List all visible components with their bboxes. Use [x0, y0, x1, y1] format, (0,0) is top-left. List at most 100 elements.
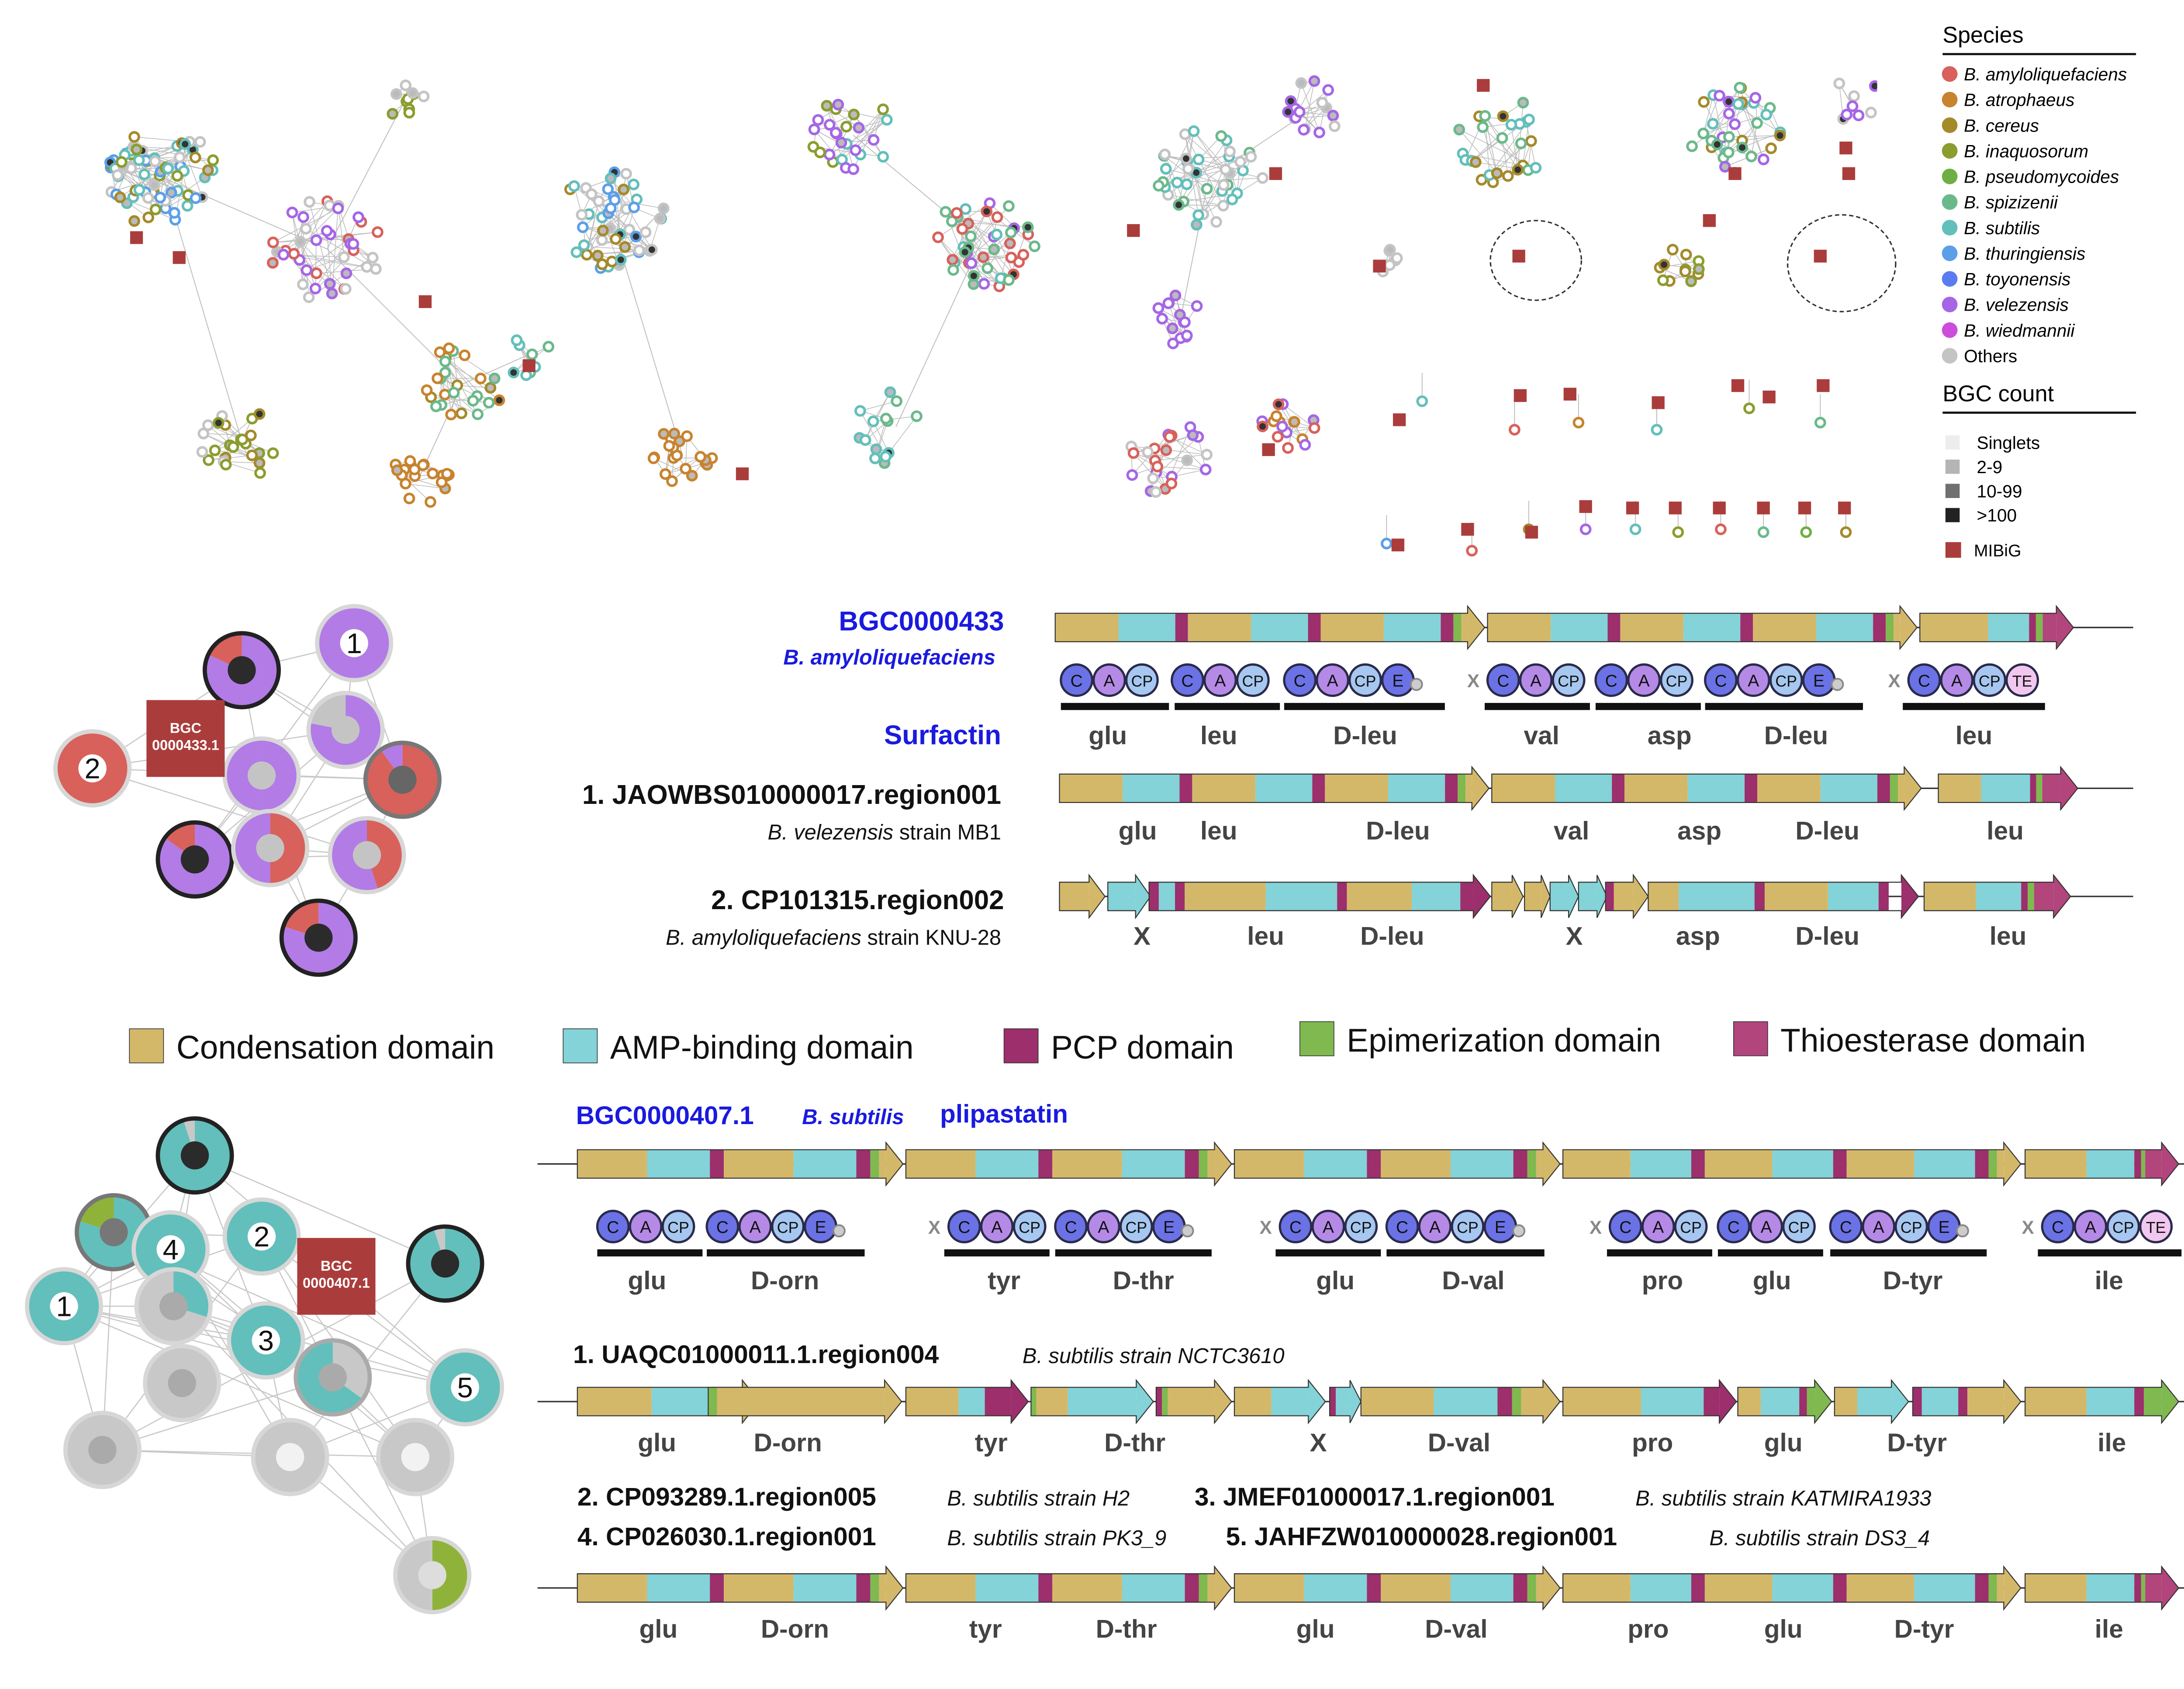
mibig-node	[1728, 167, 1742, 180]
species-legend-label: B. wiedmannii	[1964, 320, 2075, 340]
module-bar	[597, 1249, 703, 1256]
network-node	[610, 233, 622, 245]
species-legend-label: B. amyloliquefaciens	[1964, 64, 2127, 84]
bgc-node-number: 2	[254, 1221, 270, 1253]
mibig-node	[1839, 142, 1852, 155]
network-node	[981, 205, 993, 218]
gene-arrow	[1155, 1378, 1232, 1425]
network-node	[1153, 180, 1165, 192]
mibig-node	[1842, 167, 1856, 180]
network-node	[1530, 162, 1542, 174]
network-node	[947, 264, 959, 276]
network-node	[1217, 200, 1229, 212]
network-node	[1757, 526, 1769, 538]
module-label: ile	[2095, 1615, 2123, 1644]
network-node	[391, 464, 403, 476]
domain-letter: C	[1064, 1218, 1077, 1237]
network-node	[403, 107, 415, 119]
domain-legend-label: PCP domain	[1051, 1029, 1234, 1066]
network-node	[387, 108, 399, 120]
domain-bubble	[1552, 663, 1586, 697]
network-node	[1714, 90, 1725, 102]
network-node	[1180, 152, 1192, 165]
network-node	[1293, 106, 1306, 118]
domain-legend-swatch	[563, 1028, 598, 1063]
network-node	[267, 236, 279, 249]
mibig-node	[173, 251, 186, 264]
network-node	[1192, 153, 1205, 166]
gene-arrow	[1107, 873, 1151, 920]
network-node	[1169, 289, 1182, 301]
mibig-node	[1713, 502, 1726, 515]
network-node	[578, 239, 590, 251]
species-legend-label: B. spizizenii	[1964, 192, 2058, 212]
surfactin-ref-id: BGC0000433	[839, 606, 1004, 637]
network-node	[488, 372, 501, 384]
module-label: D-leu	[1764, 721, 1828, 750]
domain-letter: C	[958, 1218, 970, 1237]
module-label: D-leu	[1366, 817, 1430, 845]
plipastatin-hit4-title: 4. CP026030.1.region001	[577, 1523, 876, 1551]
network-node	[619, 241, 631, 253]
network-node	[591, 249, 604, 262]
module-label: leu	[1956, 721, 1993, 750]
module-bar	[1705, 703, 1863, 710]
bgc-count-swatch	[1945, 459, 1960, 474]
mibig-node	[1373, 260, 1386, 273]
species-legend-label: B. velezensis	[1964, 295, 2069, 315]
domain-letter: A	[1327, 671, 1338, 690]
network-node	[658, 428, 670, 440]
domain-letter: C	[1619, 1218, 1631, 1237]
domain-bubble	[1054, 1210, 1088, 1243]
domain-letter: CP	[1355, 672, 1376, 690]
network-node	[1629, 523, 1641, 535]
gene-arrow	[2025, 1141, 2180, 1187]
gene-arrow	[1524, 875, 1551, 918]
network-node	[227, 441, 239, 453]
domain-letter: CP	[777, 1219, 799, 1236]
network-node	[1477, 121, 1489, 133]
network-node	[1869, 80, 1877, 92]
network-node	[133, 154, 145, 166]
network-node	[448, 387, 460, 399]
network-node	[1173, 199, 1185, 211]
network-node	[988, 243, 1000, 256]
module-label: leu	[1990, 922, 2027, 951]
linker-dot	[832, 1224, 846, 1238]
network-node	[991, 211, 1003, 223]
module-bar	[944, 1249, 1050, 1256]
mibig-node	[1563, 388, 1576, 401]
network-node	[959, 246, 971, 258]
module-bar	[1717, 1249, 1823, 1256]
gene-arrow	[1578, 875, 1608, 918]
network-node	[1685, 275, 1697, 287]
species-legend-label: B. subtilis	[1964, 218, 2040, 238]
network-node	[1502, 170, 1514, 182]
network-node	[445, 408, 457, 421]
bgc-node-number: 2	[85, 753, 100, 785]
gene-arrow	[1491, 765, 1922, 811]
network-node	[1179, 316, 1191, 328]
bgc-count-label: 2-9	[1977, 457, 2002, 477]
network-node	[633, 244, 645, 256]
module-bar	[1061, 703, 1169, 710]
network-node	[467, 395, 479, 407]
network-node	[1707, 118, 1719, 130]
domain-letter: E	[815, 1218, 826, 1237]
network-node	[628, 201, 640, 214]
gene-arrow	[1648, 873, 1919, 919]
domain-bubble	[1641, 1210, 1675, 1243]
network-node	[848, 108, 860, 121]
network-node	[202, 419, 214, 431]
module-label: tyr	[969, 1615, 1002, 1644]
network-node	[1003, 274, 1015, 286]
network-node	[1743, 402, 1755, 415]
module-bar	[707, 1249, 865, 1256]
mibig-node	[1269, 167, 1282, 180]
network-node	[338, 251, 350, 263]
network-node	[1218, 179, 1230, 191]
network-node	[1841, 108, 1853, 121]
network-node	[439, 355, 451, 367]
mibig-node	[1393, 413, 1406, 426]
network-node	[212, 417, 225, 429]
